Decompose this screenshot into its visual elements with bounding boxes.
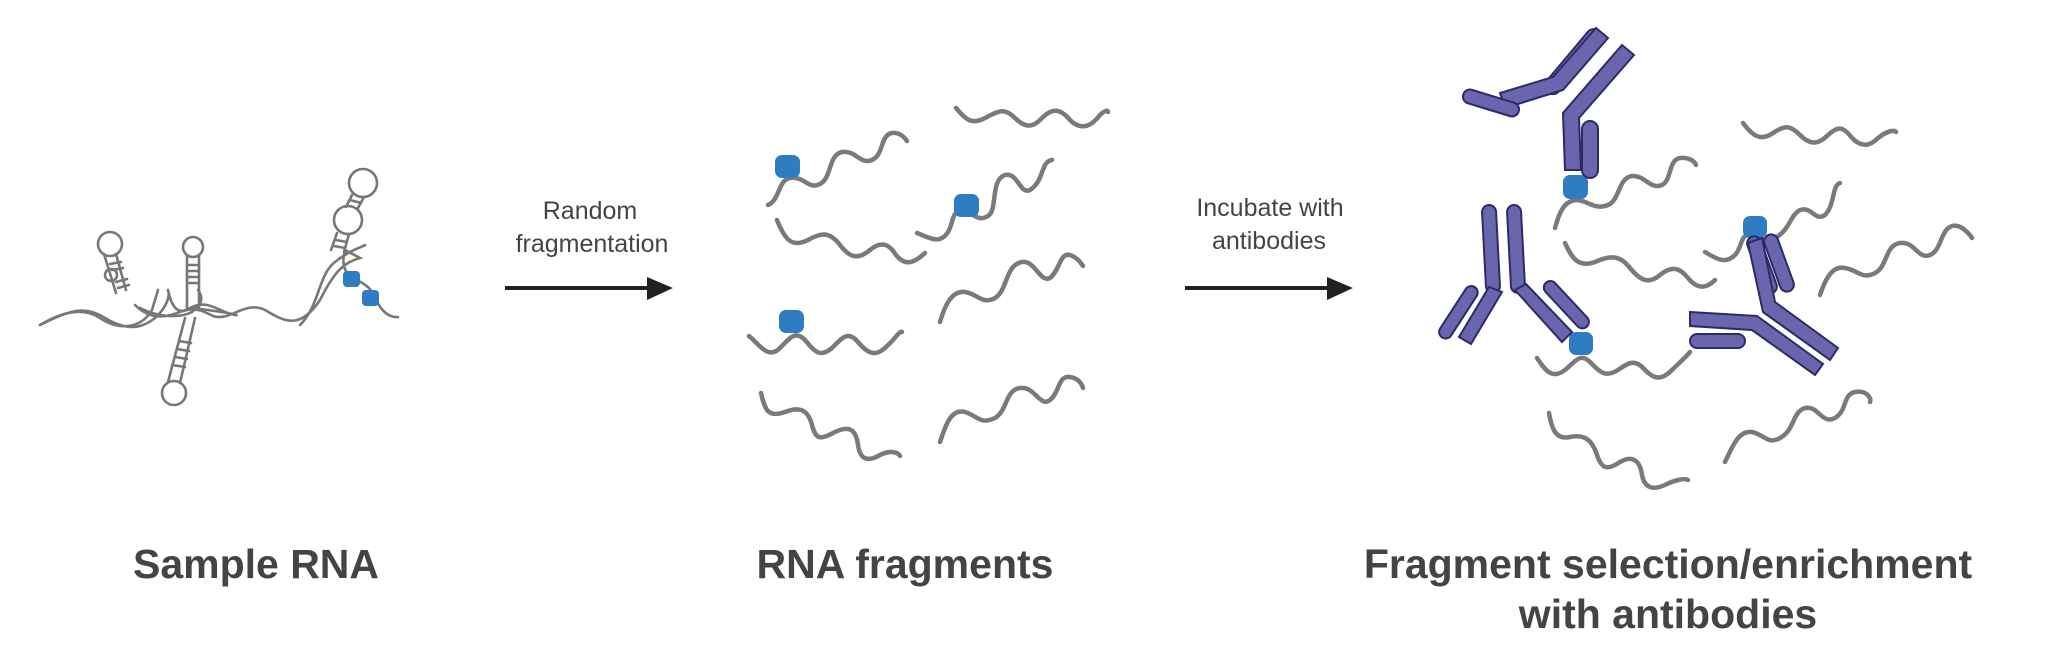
hairpin-loop [181, 235, 205, 312]
rna-fragment [1552, 155, 1699, 231]
rna-strand-backbone [38, 248, 364, 328]
modification-marker [954, 194, 979, 217]
rna-fragment [953, 105, 1111, 129]
modification-marker [1743, 216, 1767, 238]
sample-rna-illustration [38, 167, 400, 407]
rna-fragment [937, 374, 1086, 445]
modification-marker [343, 271, 360, 287]
rna-fragment [774, 217, 928, 265]
rna-fragment [746, 329, 905, 356]
modification-marker [362, 290, 379, 306]
step-label: fragmentation [516, 230, 669, 258]
panel-title-sample-rna: Sample RNA [133, 541, 379, 587]
step-incubation: Incubate with antibodies [1185, 194, 1353, 300]
rna-fragment [1534, 349, 1693, 380]
rna-fragment [1722, 389, 1873, 465]
rna-fragment [1562, 240, 1718, 289]
modification-marker [779, 310, 804, 333]
modification-marker [775, 155, 800, 178]
rna-fragment [937, 252, 1086, 325]
modification-marker [1569, 332, 1593, 355]
hairpin-loop [160, 316, 197, 407]
step-label: antibodies [1212, 227, 1326, 255]
hairpin-loop [96, 230, 131, 295]
rna-fragment [1817, 223, 1975, 298]
panel-title-fragment-selection-line2: with antibodies [1518, 591, 1817, 637]
rna-fragment [1740, 120, 1899, 147]
rna-fragment [914, 157, 1055, 242]
antibody [1689, 233, 1840, 377]
rna-fragments-illustration [746, 105, 1111, 462]
panel-title-fragment-selection: Fragment selection/enrichment [1364, 541, 1973, 587]
step-fragmentation: Random fragmentation [505, 197, 673, 300]
step-label: Random [543, 197, 638, 225]
rna-fragment [758, 390, 903, 462]
antibody [1438, 204, 1590, 346]
rna-tail [342, 250, 400, 319]
hairpin-loop [329, 167, 379, 254]
step-label: Incubate with [1196, 194, 1343, 222]
selection-illustration [1438, 26, 1975, 490]
modification-marker [1563, 175, 1588, 199]
right-arrow-icon [1327, 277, 1353, 300]
right-arrow-icon [647, 277, 673, 300]
rna-fragment [1546, 410, 1691, 490]
antibody [1461, 26, 1636, 179]
rna-strand-main [298, 243, 367, 327]
panel-title-rna-fragments: RNA fragments [757, 541, 1054, 587]
